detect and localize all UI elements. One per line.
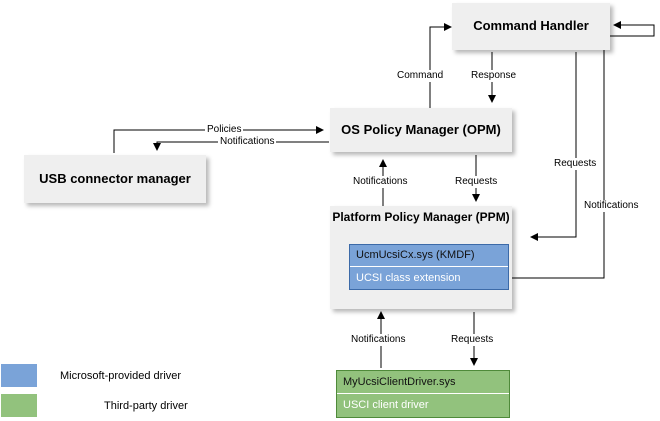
notifications-ppm-ch-label: Notifications [582, 200, 641, 212]
ucm-ucsi-cx-box: UcmUcsiCx.sys (KMDF) UCSI class extensio… [349, 244, 509, 290]
requests-ch-ppm-arrow [530, 52, 577, 241]
legend-microsoft-label: Microsoft-provided driver [60, 370, 182, 382]
notifications-usb-label: Notifications [218, 136, 277, 148]
policies-arrow [113, 126, 324, 153]
legend-microsoft-swatch [1, 364, 37, 387]
client-driver-desc-label: USCI client driver [343, 399, 429, 411]
opm-box: OS Policy Manager (OPM) [330, 108, 512, 152]
ucsi-class-extension-label: UCSI class extension [356, 272, 461, 284]
notifications-client-ppm-label: Notifications [349, 334, 408, 346]
command-label: Command [395, 70, 446, 82]
ppm-title: Platform Policy Manager (PPM) [332, 210, 510, 224]
usb-connector-manager-box: USB connector manager [24, 155, 206, 203]
ucm-ucsi-cx-label: UcmUcsiCx.sys (KMDF) [356, 249, 475, 261]
legend-third-party-swatch [1, 394, 37, 417]
ucsi-client-driver-box: MyUcsiClientDriver.sys USCI client drive… [336, 370, 510, 418]
policies-label: Policies [205, 124, 244, 136]
notifications-ppm-opm-label: Notifications [351, 176, 410, 188]
requests-ppm-client-label: Requests [449, 334, 496, 346]
opm-title: OS Policy Manager (OPM) [341, 122, 501, 137]
client-driver-name-label: MyUcsiClientDriver.sys [343, 376, 456, 388]
response-label: Response [469, 70, 519, 82]
usb-connector-manager-title: USB connector manager [39, 171, 191, 186]
legend-third-party-label: Third-party driver [104, 400, 188, 412]
command-arrow [429, 23, 452, 108]
requests-ch-ppm-label: Requests [552, 158, 599, 170]
command-handler-box: Command Handler [452, 3, 610, 50]
notifications-ppm-ch-arrow [512, 21, 655, 279]
command-handler-title: Command Handler [473, 18, 589, 33]
requests-opm-ppm-label: Requests [453, 176, 500, 188]
